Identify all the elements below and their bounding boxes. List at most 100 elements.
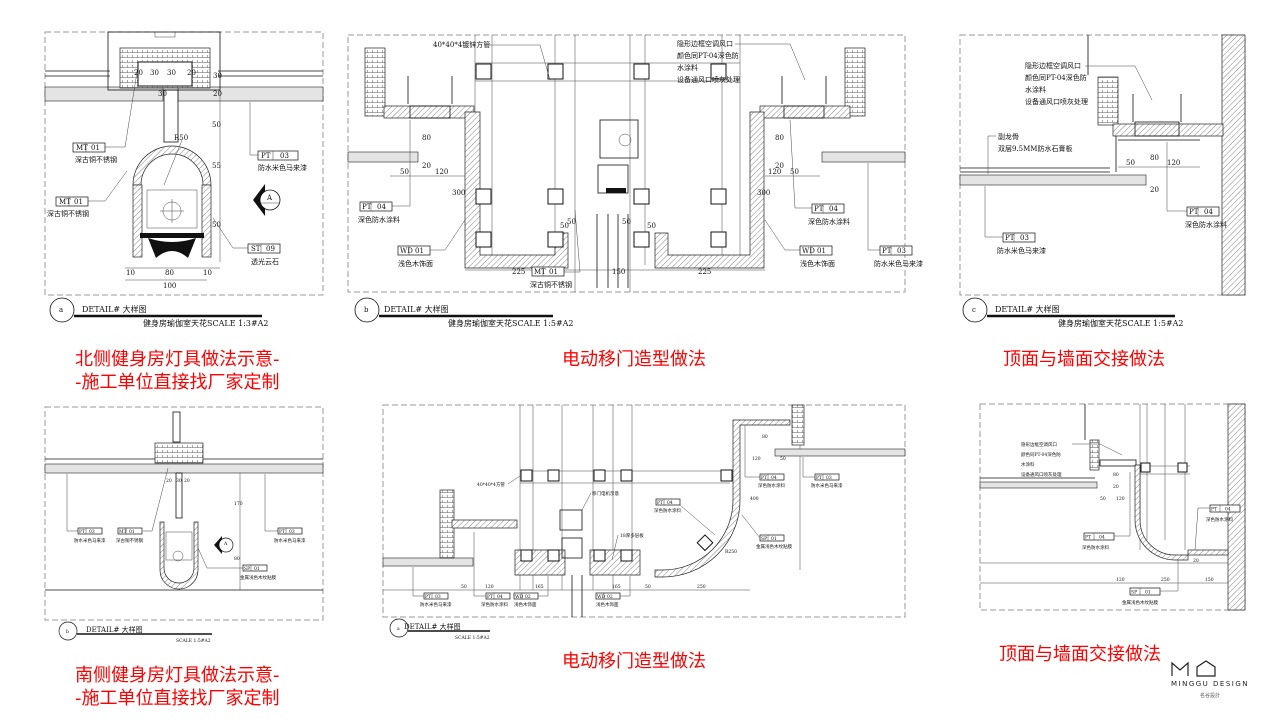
svg-text:PT: PT (261, 152, 271, 160)
svg-text:PT: PT (487, 594, 493, 600)
svg-text:水涂料: 水涂料 (1025, 85, 1046, 94)
callout-tag: PT 03 防水米色马来漆 (274, 527, 306, 544)
svg-text:深色防水涂料: 深色防水涂料 (654, 507, 681, 514)
dim: 55 (212, 162, 221, 170)
svg-text:设备通风口喷灰处理: 设备通风口喷灰处理 (1021, 471, 1062, 478)
svg-text:03: 03 (289, 529, 295, 535)
detail-title: DETAIL# 大样图 (82, 304, 147, 314)
svg-text:120: 120 (752, 456, 761, 462)
dim: 30 (167, 69, 176, 77)
svg-text:04: 04 (377, 203, 386, 211)
detail-title: DETAIL# 大样图 (86, 625, 143, 634)
svg-text:PT: PT (79, 529, 85, 535)
svg-text:防水米色马来漆: 防水米色马来漆 (420, 601, 452, 608)
svg-text:PT: PT (1211, 507, 1217, 513)
svg-text:PT: PT (882, 247, 892, 255)
door-motor (596, 119, 639, 288)
svg-text:80: 80 (1150, 154, 1159, 162)
svg-text:50: 50 (1100, 496, 1106, 502)
svg-text:水涂料: 水涂料 (1021, 461, 1035, 468)
svg-text:80: 80 (234, 556, 240, 562)
detail-title-block: b DETAIL# 大样图 SCALE 1:5#A2 (58, 621, 212, 644)
svg-text:隐形边框空调风口: 隐形边框空调风口 (1021, 441, 1057, 448)
svg-text:MT: MT (59, 198, 71, 206)
note-pipe: 40*40*4镀锌方管 (433, 40, 490, 49)
svg-text:WD: WD (400, 247, 413, 255)
svg-text:SP: SP (761, 536, 767, 542)
svg-text:A: A (266, 194, 273, 202)
svg-text:金属浅色木纹贴膜: 金属浅色木纹贴膜 (756, 543, 792, 550)
caption-line: -施工单位直接找厂家定制 (75, 688, 280, 709)
viewport-frame (382, 404, 906, 618)
svg-text:PT: PT (816, 475, 822, 481)
detail-title: DETAIL# 大样图 (384, 304, 449, 314)
brand-logo: MINGGU DESIGN 名谷設計 (1168, 680, 1252, 699)
svg-text:浅色木饰面: 浅色木饰面 (800, 259, 835, 268)
detail-scale: SCALE 1:5#A2 (455, 635, 490, 641)
svg-text:SP: SP (1131, 590, 1137, 596)
svg-text:防水米色马来漆: 防水米色马来漆 (74, 537, 106, 544)
svg-text:03: 03 (89, 529, 95, 535)
svg-text:深色防水涂料: 深色防水涂料 (358, 215, 400, 224)
svg-text:ST: ST (251, 245, 261, 253)
svg-text:透光云石: 透光云石 (251, 257, 279, 266)
svg-text:250: 250 (697, 584, 706, 590)
viewport-frame (959, 34, 1246, 296)
dim: 100 (163, 282, 176, 290)
svg-text:PT: PT (657, 500, 663, 506)
detail-mark: c (972, 306, 976, 314)
callout-tag: PT 04 深色防水涂料 (654, 498, 681, 514)
svg-text:20: 20 (1193, 558, 1199, 564)
svg-text:浅色木饰面: 浅色木饰面 (514, 601, 537, 608)
note-vent: 隐形边框空调风口 颜色同PT-04深色防 水涂料 设备通风口喷灰处理 (1025, 61, 1088, 106)
caption-line: 南侧健身房灯具做法示意- (75, 665, 280, 686)
svg-text:MT: MT (76, 144, 88, 152)
svg-text:80: 80 (762, 434, 768, 440)
dim: 50 (212, 221, 221, 229)
svg-text:04: 04 (1099, 535, 1105, 541)
section-mark: A (253, 184, 281, 216)
detail-title: DETAIL# 大样图 (995, 304, 1060, 314)
note-vent: 隐形边框空调风口 颜色同PT-04深色防 水涂料 设备通风口喷灰处理 (677, 39, 740, 84)
viewport-frame (44, 406, 324, 621)
svg-text:20: 20 (1113, 484, 1119, 490)
detail-b-sliding-door: 80 20 50 120 300 50 50 50 50 225 150 225… (347, 34, 923, 328)
svg-text:金属浅色木纹贴膜: 金属浅色木纹贴膜 (240, 574, 276, 581)
svg-text:防水米色马来漆: 防水米色马来漆 (274, 537, 306, 544)
svg-text:01: 01 (254, 566, 260, 572)
svg-text:80: 80 (775, 134, 784, 142)
minggu-logo-mark (1171, 660, 1216, 677)
svg-text:20: 20 (1150, 186, 1159, 194)
caption-north-lamp: 北侧健身房灯具做法示意- -施工单位直接找厂家定制 (75, 348, 280, 394)
svg-text:颜色同PT-04深色防: 颜色同PT-04深色防 (677, 51, 739, 60)
svg-text:01: 01 (817, 247, 826, 255)
svg-text:04: 04 (667, 500, 673, 506)
svg-text:01: 01 (91, 144, 100, 152)
caption-door-bottom: 电动移门造型做法 (562, 651, 706, 672)
svg-text:PT: PT (279, 529, 285, 535)
dim: 20 (187, 69, 196, 77)
detail-mark: a (397, 627, 400, 632)
detail-scale: SCALE 1:5#A2 (176, 638, 211, 644)
svg-text:A: A (223, 541, 228, 547)
svg-text:防水米色马来漆: 防水米色马来漆 (997, 246, 1046, 255)
svg-text:30: 30 (176, 478, 182, 484)
detail-scale: 健身房瑜伽室天花SCALE 1:5#A2 (448, 318, 574, 328)
svg-text:深古铜不锈钢: 深古铜不锈钢 (75, 155, 117, 164)
svg-text:WD: WD (515, 594, 524, 600)
dim: 20 (213, 90, 222, 98)
detail-c-ceiling-wall-junction: 50 80 120 20 隐形边框空调风口 颜色同PT-04深色防 水涂料 设备… (959, 34, 1246, 328)
dim: 30 (158, 90, 167, 98)
section-mark: A (214, 536, 234, 554)
svg-text:20: 20 (422, 162, 431, 170)
svg-text:设备通风口喷灰处理: 设备通风口喷灰处理 (1025, 97, 1088, 106)
detail-a-lamp-north: 20 30 30 20 30 30 20 50 55 50 R50 10 80 … (44, 31, 324, 328)
